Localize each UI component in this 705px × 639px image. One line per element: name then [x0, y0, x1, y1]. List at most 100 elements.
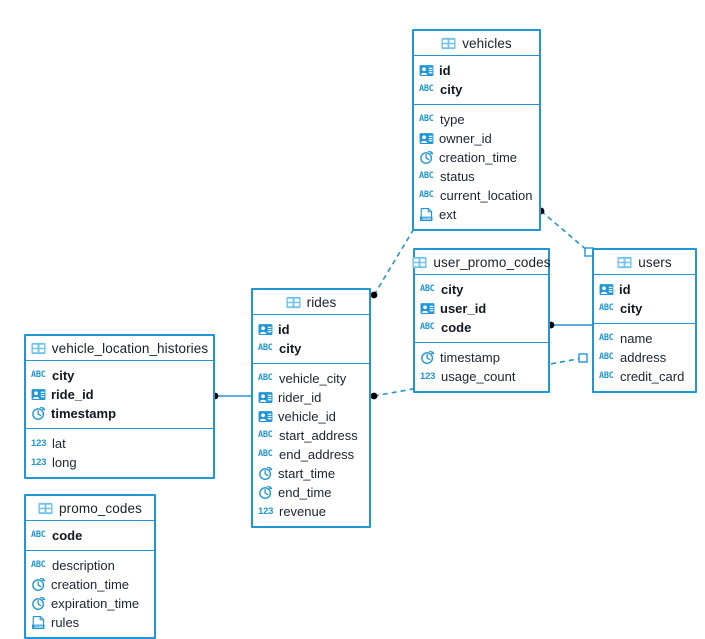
table-grid-icon: [617, 255, 632, 270]
123-number-icon: 123: [258, 505, 274, 517]
abc-text-icon: ABC: [258, 449, 273, 459]
column-name: rider_id: [278, 390, 322, 405]
column-row[interactable]: creation_time: [414, 148, 539, 167]
column-row[interactable]: end_time: [253, 483, 369, 502]
relationship-endpoint-dot: [370, 392, 378, 400]
table-header-vehicles[interactable]: vehicles: [414, 31, 539, 56]
column-row[interactable]: creation_time: [26, 575, 154, 594]
column-name: start_time: [278, 466, 336, 481]
table-header-users[interactable]: users: [594, 250, 695, 275]
id-card-icon: [31, 387, 46, 402]
table-header-rides[interactable]: rides: [253, 290, 369, 315]
id-card-icon: [258, 390, 273, 405]
column-name: user_id: [440, 301, 487, 316]
relationship-endpoint-square: [578, 353, 588, 363]
column-row[interactable]: owner_id: [414, 129, 539, 148]
column-name: start_address: [279, 428, 358, 443]
clock-icon: [420, 350, 435, 365]
table-grid-icon: [31, 341, 46, 356]
column-row[interactable]: timestamp: [26, 404, 213, 423]
column-name: city: [279, 341, 302, 356]
abc-text-icon: ABC: [420, 322, 435, 332]
column-row[interactable]: rider_id: [253, 388, 369, 407]
column-row[interactable]: ABC city: [253, 339, 369, 358]
column-name: lat: [52, 436, 66, 451]
column-row[interactable]: id: [253, 320, 369, 339]
clock-icon: [31, 406, 46, 421]
column-row[interactable]: ride_id: [26, 385, 213, 404]
column-name: revenue: [279, 504, 326, 519]
column-name: ride_id: [51, 387, 94, 402]
column-name: usage_count: [441, 369, 516, 384]
table-title: users: [638, 254, 672, 270]
json-document-icon: JSON: [31, 615, 46, 630]
table-header-vehicle_location_histories[interactable]: vehicle_location_histories: [26, 336, 213, 361]
column-row[interactable]: start_time: [253, 464, 369, 483]
column-name: type: [440, 112, 465, 127]
column-name: credit_card: [620, 369, 685, 384]
column-name: creation_time: [439, 150, 518, 165]
abc-text-icon: ABC: [258, 343, 273, 353]
abc-text-icon: ABC: [419, 84, 434, 94]
table-grid-icon: [412, 255, 427, 270]
svg-text:JSON: JSON: [422, 216, 432, 221]
id-card-icon: [599, 282, 614, 297]
column-row[interactable]: timestamp: [415, 348, 548, 367]
column-row[interactable]: 123 revenue: [253, 502, 369, 521]
column-name: vehicle_id: [278, 409, 336, 424]
column-row[interactable]: expiration_time: [26, 594, 154, 613]
relationship-vehicle_location_histories-rides[interactable]: [211, 392, 251, 400]
id-card-icon: [420, 301, 435, 316]
json-document-icon: JSON: [419, 207, 434, 222]
column-name: rules: [51, 615, 80, 630]
table-header-promo_codes[interactable]: promo_codes: [26, 496, 154, 521]
relationship-user_promo_codes-users[interactable]: [547, 321, 592, 329]
column-row[interactable]: user_id: [415, 299, 548, 318]
table-grid-icon: [38, 501, 53, 516]
id-card-icon: [258, 409, 273, 424]
column-row[interactable]: JSON rules: [26, 613, 154, 632]
column-row[interactable]: id: [594, 280, 695, 299]
column-row[interactable]: id: [414, 61, 539, 80]
relationship-endpoint-dot: [370, 291, 378, 299]
column-row[interactable]: vehicle_id: [253, 407, 369, 426]
column-name: city: [52, 368, 75, 383]
table-header-user_promo_codes[interactable]: user_promo_codes: [412, 250, 550, 275]
abc-text-icon: ABC: [599, 352, 614, 362]
column-name: name: [620, 331, 653, 346]
column-name: city: [441, 282, 464, 297]
